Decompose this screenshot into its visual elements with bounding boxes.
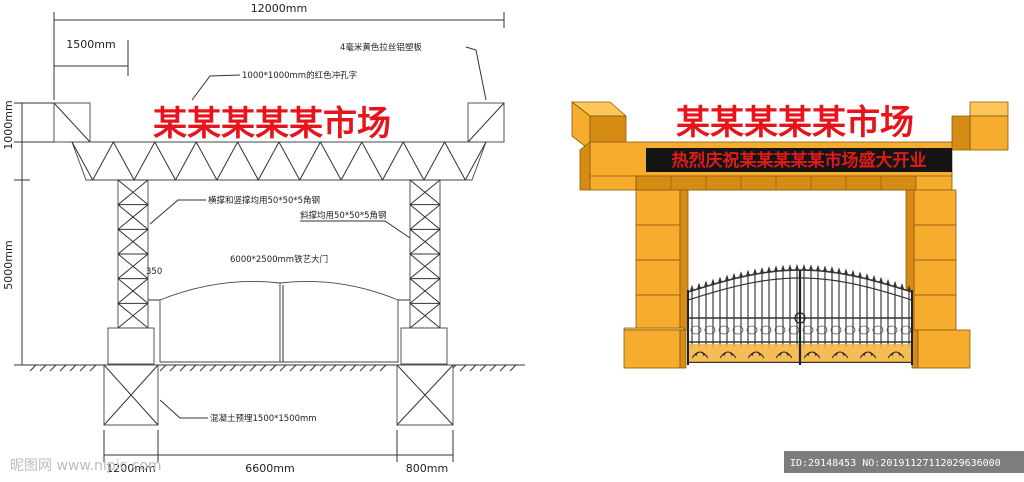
gate-rendering: 某某某某某市场 热烈庆祝某某某某某市场盛大开业 <box>570 101 1009 369</box>
corner-block-left <box>570 101 628 151</box>
dim-column-height-label: 5000mm <box>2 240 15 289</box>
dim-vertical: 1000mm 5000mm <box>2 100 54 366</box>
pillar-right <box>905 189 957 331</box>
iron-gate-outline <box>148 280 410 363</box>
truss-beam <box>71 141 487 181</box>
watermark-left: 昵图网 www.nipic.com <box>10 458 162 474</box>
dim-total-width: 12000mm <box>53 2 505 100</box>
watermark-id-bar <box>784 451 1024 473</box>
column-base-right <box>400 327 448 365</box>
footing-right <box>396 364 454 426</box>
corner-box-right <box>467 102 505 143</box>
sign-letters-drawing: 某某某某某市场 <box>153 104 391 144</box>
footing-left <box>103 364 159 426</box>
svg-text:斜撑均用50*50*5角钢: 斜撑均用50*50*5角钢 <box>300 210 387 221</box>
dim-small-label: 350 <box>146 267 162 277</box>
dim-bottom: 1200mm 6600mm 800mm <box>103 430 454 475</box>
beam-underside <box>635 175 917 191</box>
svg-text:1000*1000mm的红色冲孔字: 1000*1000mm的红色冲孔字 <box>242 70 357 81</box>
note-gate: 6000*2500mm铁艺大门 <box>230 254 328 265</box>
watermark-right: ID:29148453 NO:20191127112029636000 <box>790 458 1001 469</box>
technical-drawing: 12000mm 1500mm 1000mm 5000mm 某某某 <box>2 2 525 475</box>
dim-total-width-label: 12000mm <box>251 2 307 15</box>
corner-block-right <box>951 101 1009 151</box>
note-members: 横撑和竖撑均用50*50*5角钢 <box>149 195 320 225</box>
dim-beam-height-label: 1000mm <box>2 100 15 149</box>
pillar-left <box>635 189 689 331</box>
svg-text:4毫米黄色拉丝铝塑板: 4毫米黄色拉丝铝塑板 <box>340 42 422 53</box>
dim-post-width: 1500mm <box>54 38 129 76</box>
svg-text:混凝土预埋1500*1500mm: 混凝土预埋1500*1500mm <box>210 413 317 424</box>
dim-footing-label: 1200mm <box>106 462 155 475</box>
led-display <box>646 148 952 172</box>
sign-letters-render: 某某某某某市场 <box>676 103 914 143</box>
dim-span-label: 6600mm <box>245 462 294 475</box>
note-letters: 1000*1000mm的红色冲孔字 <box>191 70 357 101</box>
dim-post-width-label: 1500mm <box>66 38 115 51</box>
pillar-base-right <box>911 329 971 369</box>
svg-text:横撑和竖撑均用50*50*5角钢: 横撑和竖撑均用50*50*5角钢 <box>208 195 320 206</box>
dim-side-label: 800mm <box>406 462 448 475</box>
note-foundation: 混凝土预埋1500*1500mm <box>159 399 317 424</box>
column-right <box>409 179 441 329</box>
note-bracing: 斜撑均用50*50*5角钢 <box>300 210 411 239</box>
ground-hatch <box>29 364 517 372</box>
note-board: 4毫米黄色拉丝铝塑板 <box>340 42 487 101</box>
iron-gate <box>687 264 913 365</box>
corner-box-left <box>53 102 91 143</box>
pillar-base-left <box>623 327 687 369</box>
column-base-left <box>107 327 155 365</box>
led-text: 热烈庆祝某某某某某市场盛大开业 <box>672 150 927 171</box>
column-left <box>117 179 149 329</box>
